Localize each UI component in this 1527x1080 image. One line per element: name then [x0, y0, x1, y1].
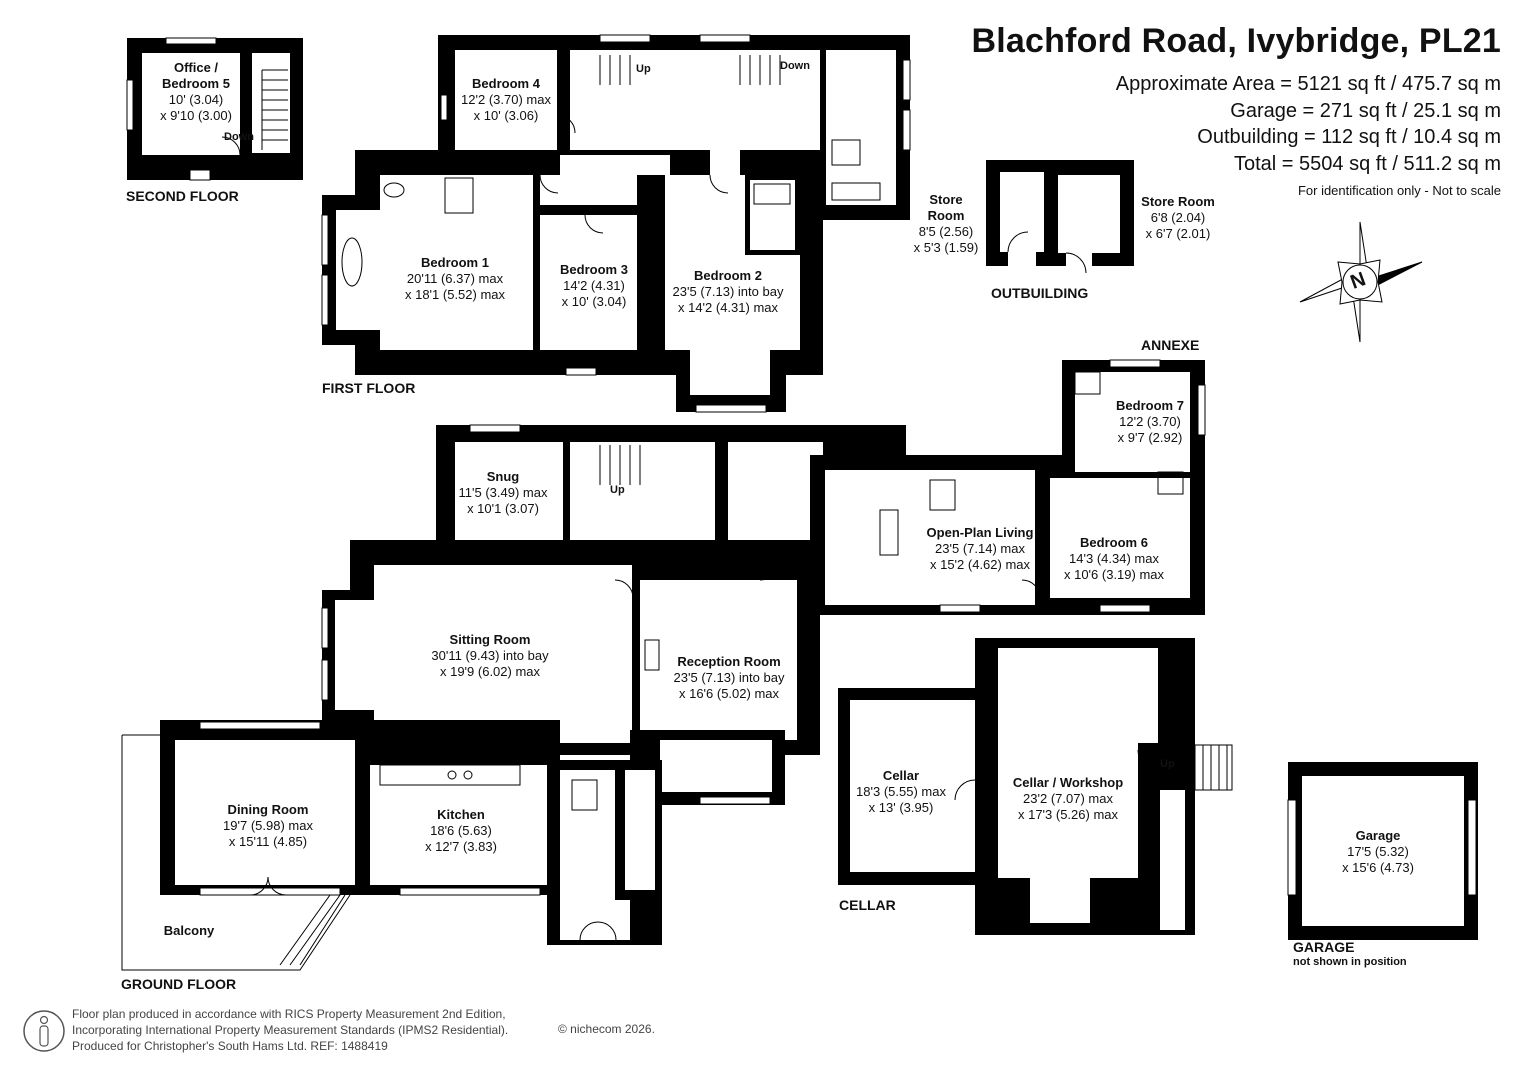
second-floor-plan [126, 37, 303, 181]
garage-position-note: not shown in position [1293, 956, 1407, 968]
garage-plan [1287, 762, 1478, 940]
outbuilding-label: OUTBUILDING [991, 285, 1089, 301]
property-title: Blachford Road, Ivybridge, PL21 [971, 22, 1501, 60]
room-balcony: Balcony [163, 923, 215, 938]
first-floor-plan [321, 34, 911, 413]
ground-floor-plan [121, 359, 1206, 971]
second-floor-label: SECOND FLOOR [126, 188, 239, 204]
outbuilding-area: Outbuilding = 112 sq ft / 10.4 sq m [1197, 126, 1501, 148]
person-icon [23, 1010, 65, 1052]
stairs-up-first: Up [636, 63, 651, 75]
total-area: Total = 5504 sq ft / 511.2 sq m [1233, 153, 1501, 175]
approximate-area: Approximate Area = 5121 sq ft / 475.7 sq… [1115, 73, 1501, 95]
garage-area: Garage = 271 sq ft / 25.1 sq m [1230, 100, 1501, 122]
annexe-label: ANNEXE [1141, 337, 1200, 353]
first-floor-label: FIRST FLOOR [322, 380, 416, 396]
garage-floor-label: GARAGE [1293, 939, 1355, 955]
stairs-up-cellar: Up [1160, 758, 1175, 770]
footer-disclaimer: Floor plan produced in accordance with R… [72, 1007, 509, 1053]
outbuilding-plan [986, 160, 1134, 274]
cellar-floor-label: CELLAR [839, 897, 896, 913]
stairs-up-ground: Up [610, 484, 625, 496]
ground-floor-label: GROUND FLOOR [121, 976, 237, 992]
scale-note: For identification only - Not to scale [1297, 183, 1501, 198]
copyright: © nichecom 2026. [558, 1022, 655, 1036]
stairs-down-first: Down [780, 60, 810, 72]
stairs-down-second: Down [224, 131, 254, 143]
north-compass-icon [1299, 221, 1423, 343]
cellar-plan [838, 638, 1233, 935]
